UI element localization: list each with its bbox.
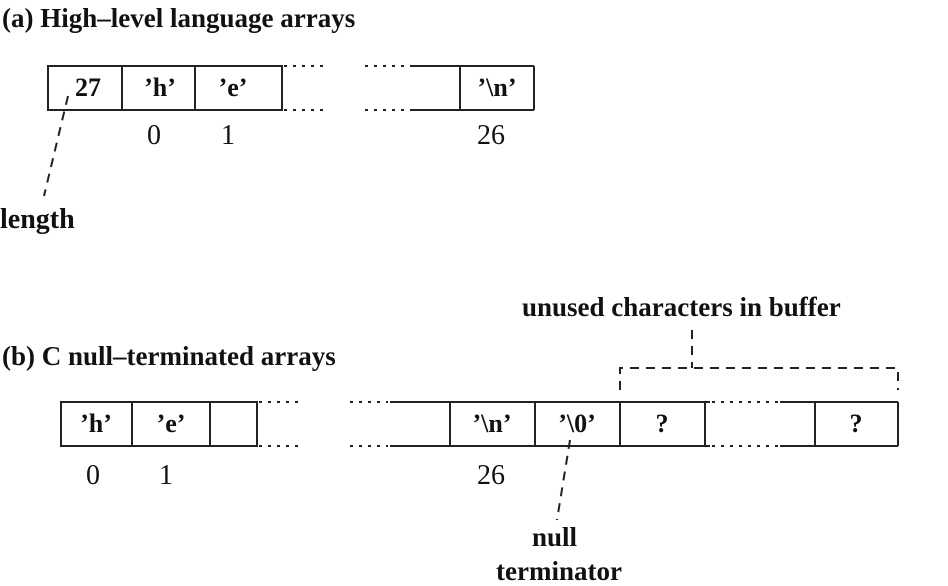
unused-chars-label: unused characters in buffer <box>522 292 841 322</box>
b-index-26: 26 <box>477 460 505 491</box>
a-index-1: 1 <box>221 120 235 151</box>
b-cell-unused-last: ? <box>849 409 863 438</box>
a-cell-newline: ’\n’ <box>477 73 517 102</box>
a-index-0: 0 <box>147 120 161 151</box>
section-a-title: (a) High–level language arrays <box>2 3 356 33</box>
b-cell-unused-1: ? <box>655 409 669 438</box>
length-pointer <box>43 95 69 197</box>
null-label-line2: terminator <box>496 556 622 586</box>
section-b-title: (b) C null–terminated arrays <box>2 341 336 371</box>
b-cell-e: ’e’ <box>156 409 186 438</box>
length-label: length <box>0 204 75 235</box>
b-index-0: 0 <box>86 460 100 491</box>
b-box-left <box>60 401 258 447</box>
b-cell-newline: ’\n’ <box>472 409 512 438</box>
a-cell-e: ’e’ <box>218 73 248 102</box>
unused-bracket <box>619 367 899 390</box>
a-box-left <box>47 65 283 111</box>
b-cell-h: ’h’ <box>80 409 112 438</box>
null-label-line1: null <box>532 522 578 552</box>
b-cell-null: ’\0’ <box>558 409 596 438</box>
b-index-1: 1 <box>159 460 173 491</box>
a-cell-h: ’h’ <box>144 73 176 102</box>
null-pointer <box>556 439 571 521</box>
a-index-26: 26 <box>477 120 505 151</box>
a-cell-length: 27 <box>75 73 101 102</box>
